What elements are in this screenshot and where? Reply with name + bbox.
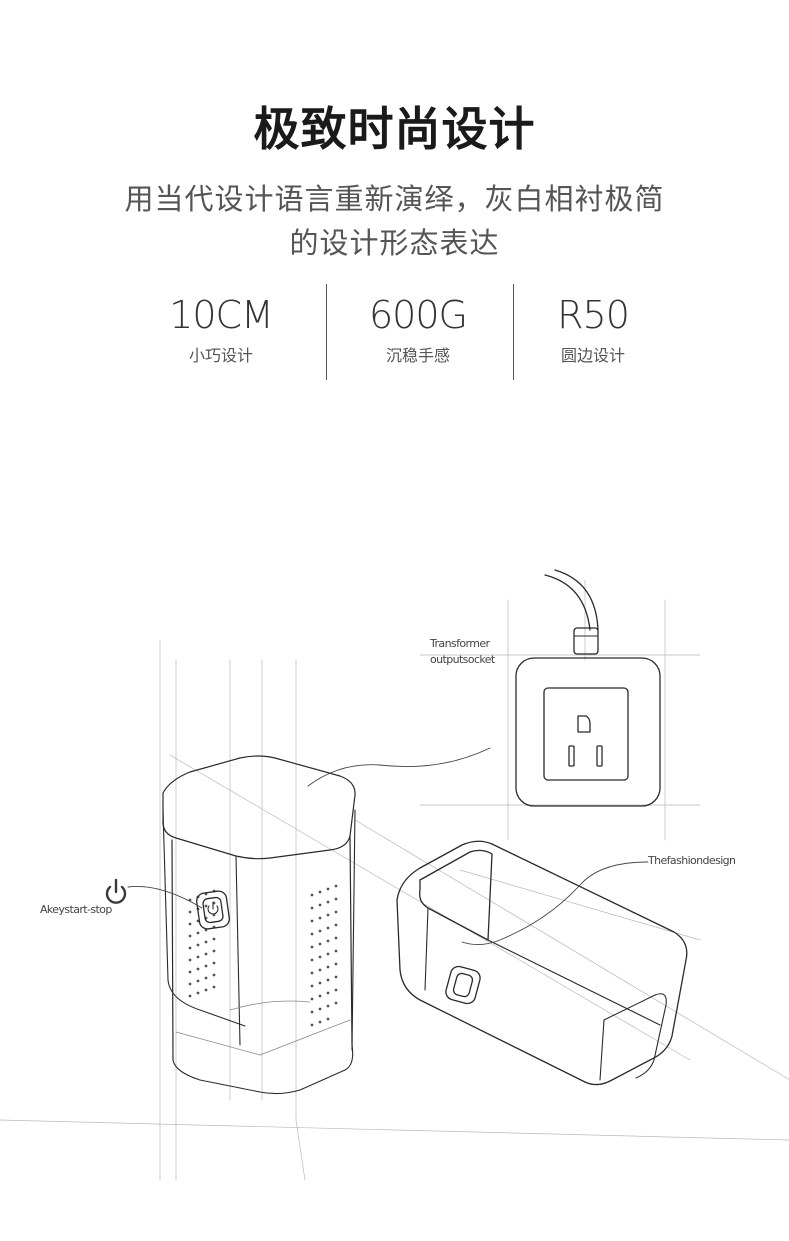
- socket-callout-line1: Transformer: [430, 637, 490, 650]
- lying-device: [396, 840, 688, 1086]
- spec-label: 小巧设计: [188, 346, 253, 365]
- construction-lines: [0, 579, 789, 1180]
- spec-radius: R50 圆边设计: [500, 292, 686, 366]
- vent-dots-left: [188, 889, 216, 998]
- page-title: 极致时尚设计: [253, 101, 536, 156]
- vent-dots-right: [310, 884, 338, 1027]
- spec-label: 沉稳手感: [385, 346, 450, 365]
- power-button-icon: [196, 890, 230, 930]
- spec-value: 10CM: [169, 293, 274, 337]
- socket-callout-line2: outputsocket: [430, 653, 495, 666]
- fashion-callout-line: [461, 861, 649, 945]
- power-icon: [105, 878, 127, 904]
- power-callout-line: [127, 886, 203, 909]
- spec-divider: [513, 284, 514, 380]
- cube-device: [162, 755, 356, 1095]
- spec-divider: [326, 284, 327, 380]
- outlet-icon: [568, 715, 603, 767]
- spec-size: 10CM 小巧设计: [128, 292, 314, 366]
- spec-value: R50: [557, 293, 630, 337]
- socket-callout-line: [307, 747, 491, 787]
- socket-callout: Transformer outputsocket: [430, 636, 495, 668]
- fashion-callout: Thefashiondesign: [648, 854, 736, 867]
- socket-device: [515, 569, 661, 807]
- product-sketch: [0, 569, 789, 1180]
- page-subtitle: 用当代设计语言重新演绎，灰白相衬极简的设计形态表达: [124, 182, 665, 260]
- spec-value: 600G: [369, 293, 468, 337]
- spec-label: 圆边设计: [560, 346, 625, 365]
- power-callout: Akeystart-stop: [40, 903, 112, 916]
- spec-weight: 600G 沉稳手感: [325, 292, 511, 366]
